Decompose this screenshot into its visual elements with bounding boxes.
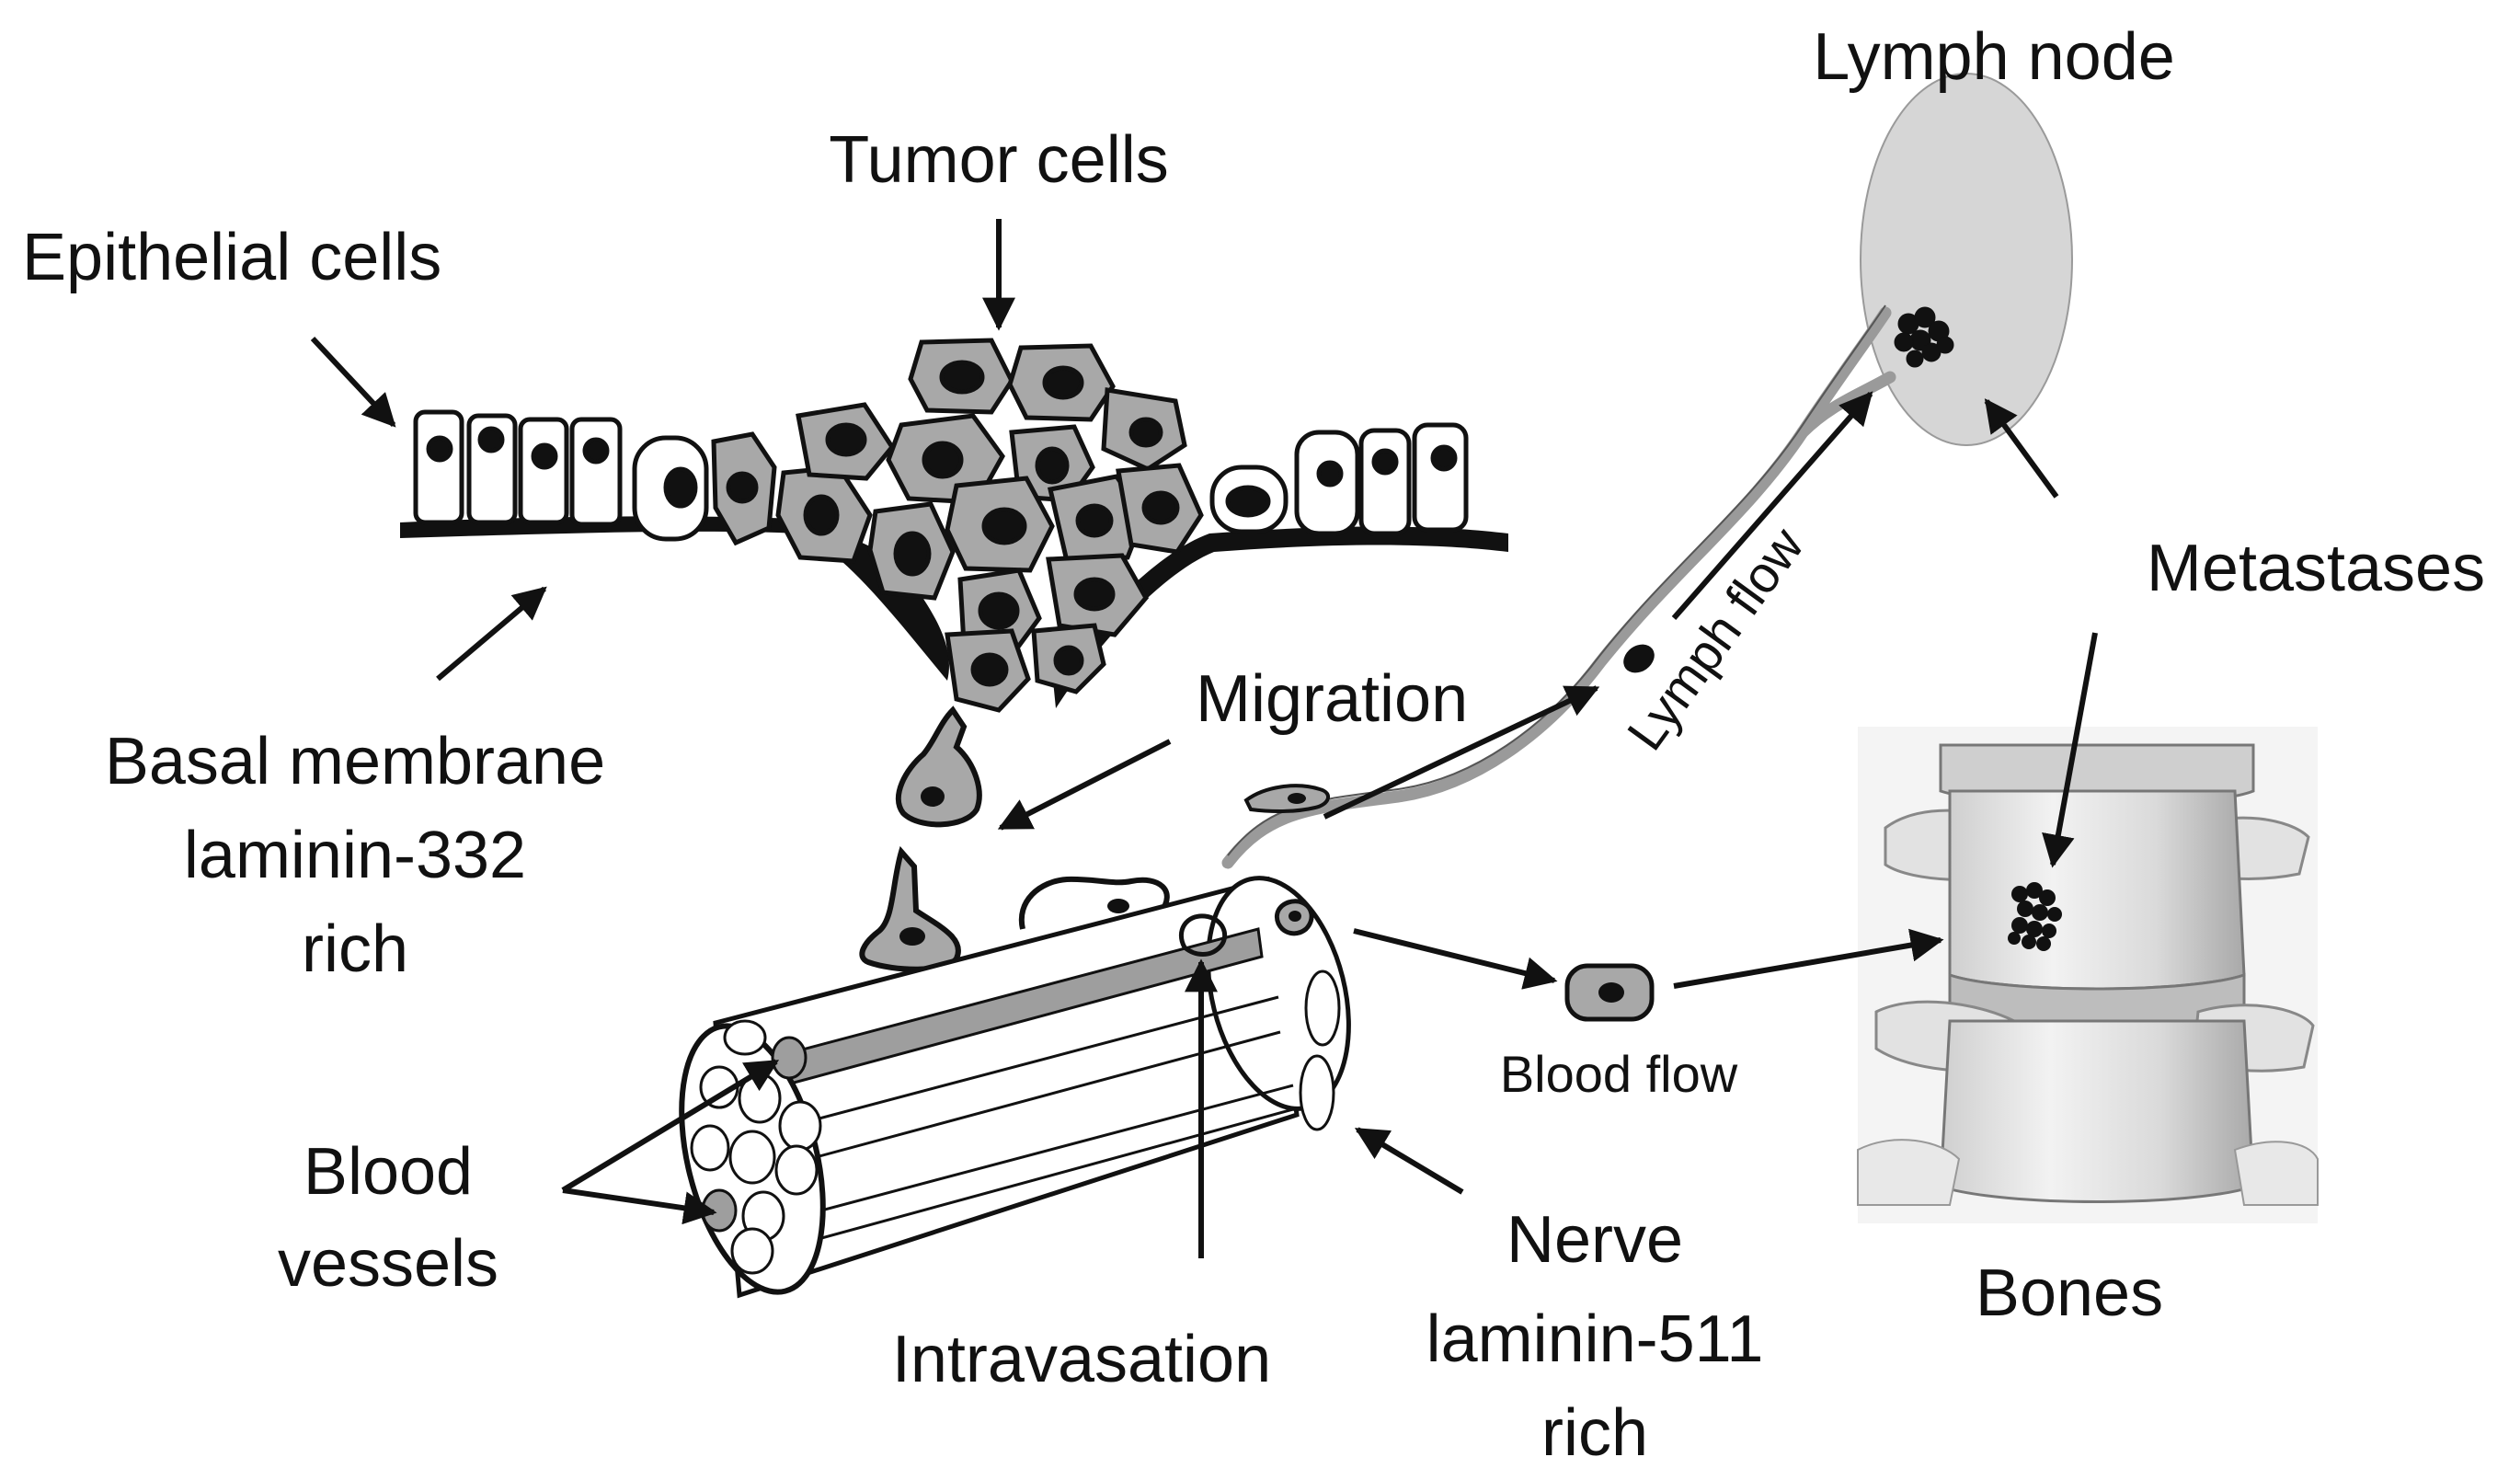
migrating-cell-lymph [1243, 784, 1330, 813]
escaping-tumor-cell [895, 706, 982, 828]
label-tumor-cells: Tumor cells [829, 123, 1169, 197]
tumor-mass [711, 338, 1204, 713]
arrow-metastases-lymph [1984, 398, 2059, 499]
arrow-epithelial [310, 336, 396, 428]
epithelial-cells-right [1209, 422, 1469, 536]
label-basal-membrane-3: rich [301, 912, 409, 986]
label-blood-flow: Blood flow [1499, 1045, 1738, 1103]
arrow-lymph-flow-2 [1671, 391, 1873, 620]
label-migration: Migration [1196, 662, 1469, 736]
lymph-node-metastasis [1894, 306, 1954, 368]
nerve-bundle [679, 876, 1351, 1299]
lymph-tumor-cell [1623, 644, 1655, 673]
label-metastases: Metastases [2146, 532, 2486, 605]
arrow-blood-flow-1 [1353, 928, 1558, 990]
label-lymph-node: Lymph node [1813, 20, 2175, 94]
label-nerve-1: Nerve [1506, 1203, 1684, 1277]
arrow-metastases-bone [2042, 632, 2098, 868]
label-epithelial-cells: Epithelial cells [22, 221, 442, 294]
lymph-vessel [1221, 306, 1896, 869]
lymph-node [1860, 73, 2073, 446]
label-nerve-2: laminin-511 [1426, 1302, 1764, 1376]
arrow-blood-vessel-2 [562, 1187, 717, 1225]
epithelial-cells-left [413, 409, 709, 542]
arrow-blood-flow-2 [1673, 928, 1944, 989]
label-basal-membrane-1: Basal membrane [104, 725, 606, 798]
label-basal-membrane-2: laminin-332 [183, 819, 527, 892]
spine-bones [1857, 727, 2319, 1223]
label-bones: Bones [1975, 1256, 2164, 1330]
label-blood-vessels-2: vessels [277, 1227, 499, 1301]
bone-metastasis [2008, 882, 2062, 951]
label-blood-vessels-1: Blood [303, 1135, 474, 1209]
arrow-lymph-flow-1 [1323, 685, 1600, 820]
label-intravasation: Intravasation [891, 1323, 1272, 1396]
arrows [310, 219, 2098, 1258]
arrow-migration [997, 739, 1172, 831]
label-nerve-3: rich [1541, 1396, 1649, 1470]
arrow-blood-vessel-1 [561, 1059, 780, 1193]
arrow-nerve [1354, 1127, 1464, 1195]
basal-membrane [400, 516, 1508, 708]
invading-tumor-cell [859, 845, 961, 972]
circulating-tumor-cell [1564, 963, 1655, 1022]
lymph-vessel-outline [1227, 304, 1886, 856]
intravasating-cell [1178, 899, 1314, 957]
arrow-basal-membrane [436, 586, 547, 682]
